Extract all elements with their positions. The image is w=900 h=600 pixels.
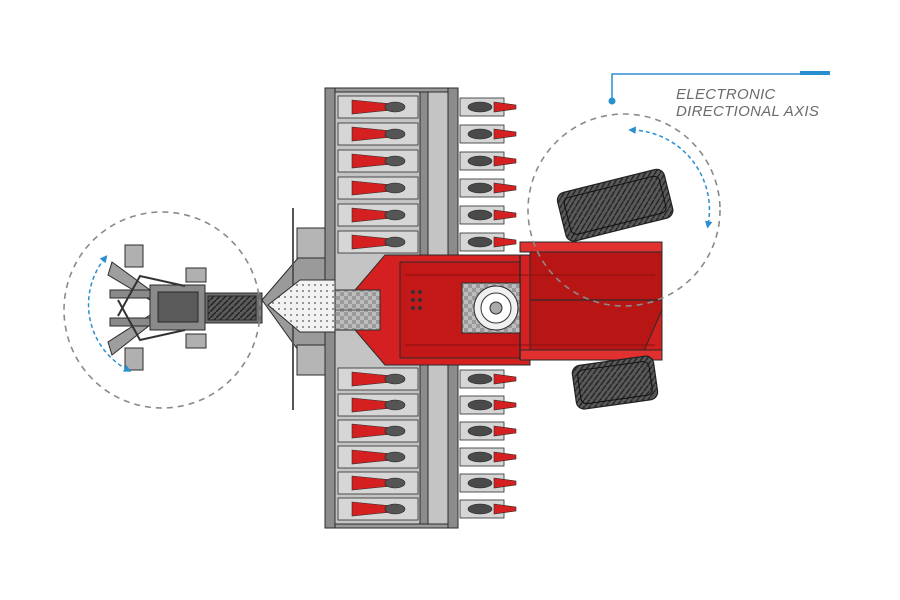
callout-label-line2: DIRECTIONAL AXIS (676, 103, 820, 120)
seed-hopper (354, 241, 663, 366)
callout-label-line1: ELECTRONIC (676, 86, 776, 103)
front-rotation-arrow (628, 126, 713, 229)
three-point-hitch (107, 244, 263, 371)
callout-label: ELECTRONIC DIRECTIONAL AXIS (676, 86, 819, 120)
row-units-lower (337, 367, 517, 521)
rear-rotation-circle (63, 211, 261, 409)
tractor-wheel-rear (571, 355, 659, 410)
rear-rotation-arrow (87, 255, 132, 372)
callout-leader (608, 71, 830, 105)
row-units-upper (337, 95, 517, 254)
front-nose (267, 279, 381, 333)
front-rotation-circle (527, 113, 721, 307)
tractor-wheel-front (556, 168, 674, 242)
